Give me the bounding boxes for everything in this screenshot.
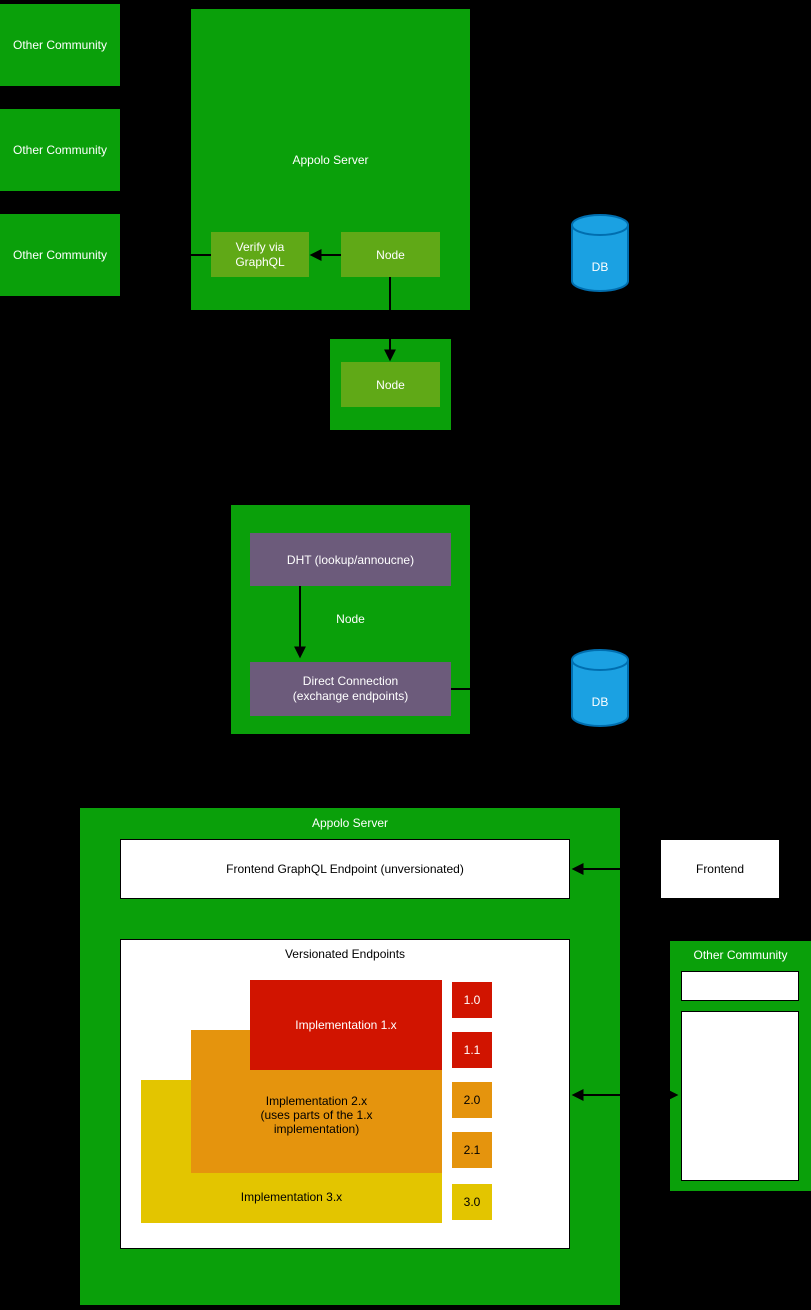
db-label-middle: DB <box>591 695 609 709</box>
node-box-1: Node <box>341 232 440 277</box>
frontend-label: Frontend <box>695 862 745 876</box>
frontend-graphql-endpoint-box: Frontend GraphQL Endpoint (unversionated… <box>120 839 570 899</box>
other-community-right-title: Other Community <box>693 948 788 962</box>
direct-connection-label: Direct Connection (exchange endpoints) <box>292 674 409 703</box>
other-community-box-3: Other Community <box>0 214 120 296</box>
version-box-1-1: 1.1 <box>452 1032 492 1068</box>
version-label-1-1: 1.1 <box>463 1043 481 1057</box>
other-community-box-2: Other Community <box>0 109 120 191</box>
version-box-2-1: 2.1 <box>452 1132 492 1168</box>
dht-group-box: DHT (lookup/annoucne) Node Direct Connec… <box>231 505 470 734</box>
implementation-1x-box: Implementation 1.x <box>250 980 442 1070</box>
dht-node-label: Node <box>336 612 365 626</box>
other-community-label-3: Other Community <box>12 248 108 262</box>
node-box-2: Node <box>341 362 440 407</box>
node-label-1: Node <box>376 247 405 262</box>
verify-via-graphql-label: Verify via GraphQL <box>235 239 285 269</box>
implementation-1x-label: Implementation 1.x <box>295 1018 397 1032</box>
version-label-2-1: 2.1 <box>463 1143 481 1157</box>
other-community-right-box: Other Community <box>670 941 811 1191</box>
db-label-top: DB <box>591 260 609 274</box>
version-label-3-0: 3.0 <box>463 1195 481 1209</box>
versionated-endpoints-box: Versionated Endpoints Implementation 3.x… <box>120 939 570 1249</box>
version-box-1-0: 1.0 <box>452 982 492 1018</box>
version-label-2-0: 2.0 <box>463 1093 481 1107</box>
dht-lookup-box: DHT (lookup/annoucne) <box>250 533 451 586</box>
frontend-box: Frontend <box>660 839 780 899</box>
versionated-endpoints-title: Versionated Endpoints <box>284 947 406 961</box>
appolo-server-top-box: Appolo Server Verify via GraphQL Node <box>191 9 470 310</box>
implementation-3x-label: Implementation 3.x <box>240 1190 343 1204</box>
other-community-label-1: Other Community <box>12 38 108 52</box>
other-community-right-slot-1 <box>681 971 799 1001</box>
direct-connection-box: Direct Connection (exchange endpoints) <box>250 662 451 716</box>
node-label-2: Node <box>376 377 405 392</box>
db-cylinder-top: DB <box>570 213 630 293</box>
db-cylinder-middle: DB <box>570 648 630 728</box>
other-community-right-slot-2 <box>681 1011 799 1181</box>
appolo-server-bottom-title: Appolo Server <box>311 816 389 830</box>
other-community-label-2: Other Community <box>12 143 108 157</box>
version-box-3-0: 3.0 <box>452 1184 492 1220</box>
verify-via-graphql-box: Verify via GraphQL <box>211 232 309 277</box>
version-label-1-0: 1.0 <box>463 993 481 1007</box>
version-box-2-0: 2.0 <box>452 1082 492 1118</box>
implementation-2x-label: Implementation 2.x (uses parts of the 1.… <box>260 1094 373 1136</box>
node-group-box: Node <box>330 339 451 430</box>
appolo-server-bottom-box: Appolo Server Frontend GraphQL Endpoint … <box>80 808 620 1305</box>
database-cylinder-icon <box>571 214 629 292</box>
appolo-server-top-title: Appolo Server <box>292 152 369 167</box>
dht-lookup-label: DHT (lookup/annoucne) <box>286 552 415 567</box>
other-community-box-1: Other Community <box>0 4 120 86</box>
database-cylinder-icon <box>571 649 629 727</box>
frontend-graphql-endpoint-label: Frontend GraphQL Endpoint (unversionated… <box>226 862 464 876</box>
